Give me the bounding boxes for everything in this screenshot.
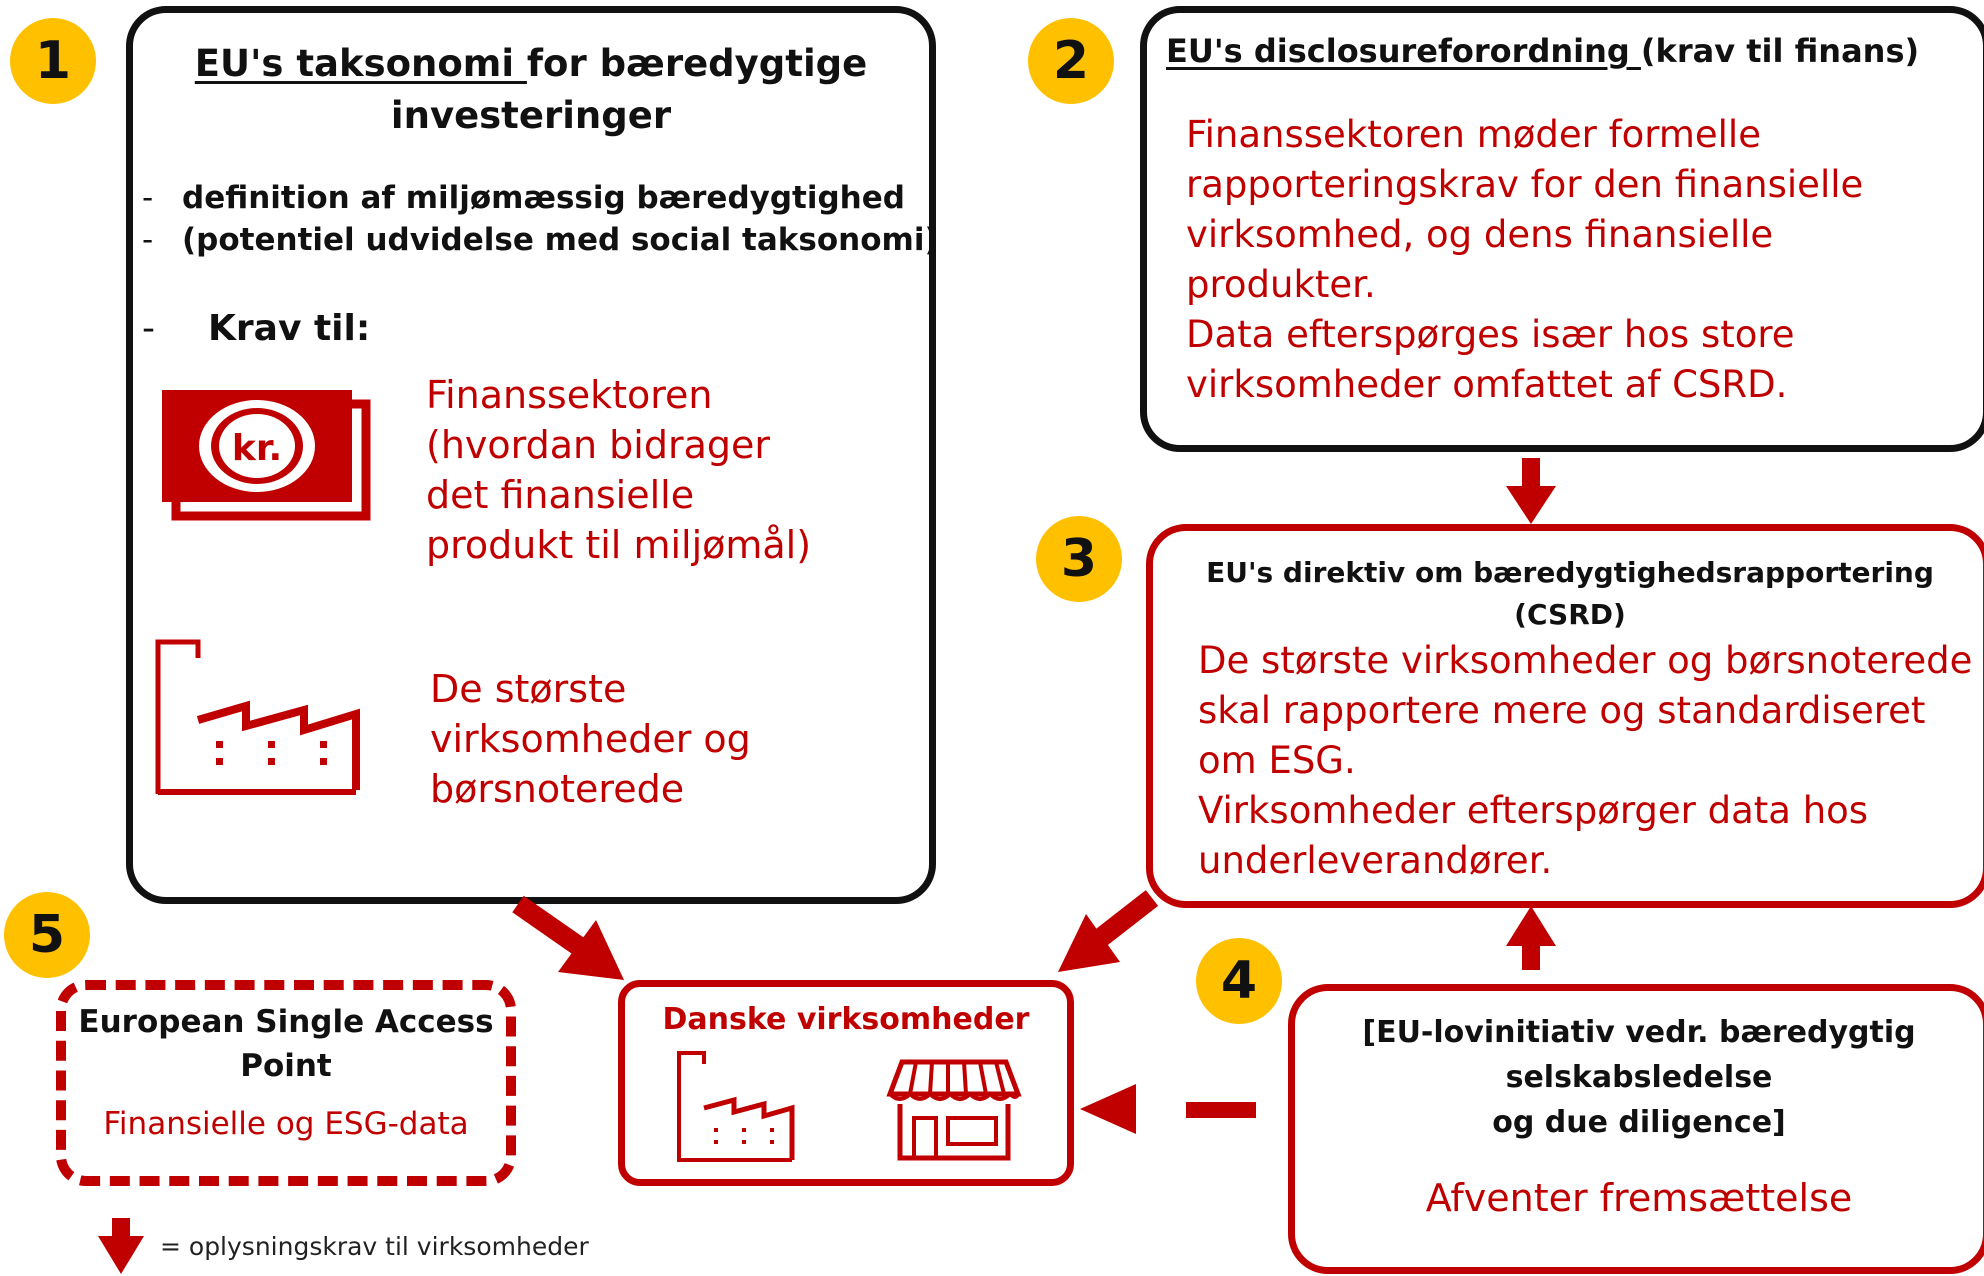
box3-body: De største virksomheder og børsnoterede … <box>1198 639 1973 882</box>
badge-5: 5 <box>4 892 90 978</box>
box2-body: Finanssektoren møder formelle rapporteri… <box>1186 113 1864 406</box>
badge-2: 2 <box>1028 18 1114 104</box>
badge-3: 3 <box>1036 516 1122 602</box>
box5-body: Finansielle og ESG-data <box>103 1106 469 1142</box>
badge-4: 4 <box>1196 938 1282 1024</box>
arrow-box3-to-center <box>1058 890 1159 972</box>
box-csrd <box>1146 524 1984 908</box>
svg-text:kr.: kr. <box>232 428 282 469</box>
box2-title: EU's disclosureforordning (krav til fina… <box>1166 32 1920 70</box>
box4-title: [EU-lovinitiativ vedr. bæredygtig selska… <box>1362 1015 1916 1140</box>
factory-icon <box>155 639 360 795</box>
box-due-diligence <box>1288 984 1984 1274</box>
shop-icon <box>886 1059 1022 1161</box>
box-esap <box>56 980 516 1186</box>
arrow-box2-to-box3 <box>1506 458 1556 524</box>
box-danish-companies <box>618 980 1074 1186</box>
center-title: Danske virksomheder <box>662 1002 1030 1037</box>
box1-item2-text: De største virksomheder og børsnoterede <box>430 667 751 811</box>
money-kr-icon: kr. <box>162 390 371 521</box>
arrow-box1-to-center <box>512 895 624 980</box>
box5-title: European Single Access Point <box>78 1004 494 1084</box>
arrow-box4-to-box3 <box>1506 906 1556 970</box>
legend-arrow-icon <box>98 1218 144 1274</box>
box1-bullet-2: -(potentiel udvidelse med social taksono… <box>142 222 939 258</box>
box-disclosure-regulation <box>1140 6 1984 452</box>
box1-bullet-1: -definition af miljømæssig bæredygtighed <box>142 180 905 216</box>
badge-1: 1 <box>10 18 96 104</box>
arrow-box4-to-center <box>1080 1084 1256 1134</box>
box1-krav-label: -Krav til: <box>142 308 371 349</box>
box3-title: EU's direktiv om bæredygtighedsrapporter… <box>1206 556 1934 631</box>
box1-item1-text: Finanssektoren (hvordan bidrager det fin… <box>426 373 812 567</box>
legend-text: = oplysningskrav til virksomheder <box>160 1232 589 1261</box>
box4-status: Afventer fremsættelse <box>1425 1176 1853 1220</box>
factory-icon <box>677 1051 795 1162</box>
box1-title: EU's taksonomi for bæredygtige investeri… <box>194 42 868 137</box>
